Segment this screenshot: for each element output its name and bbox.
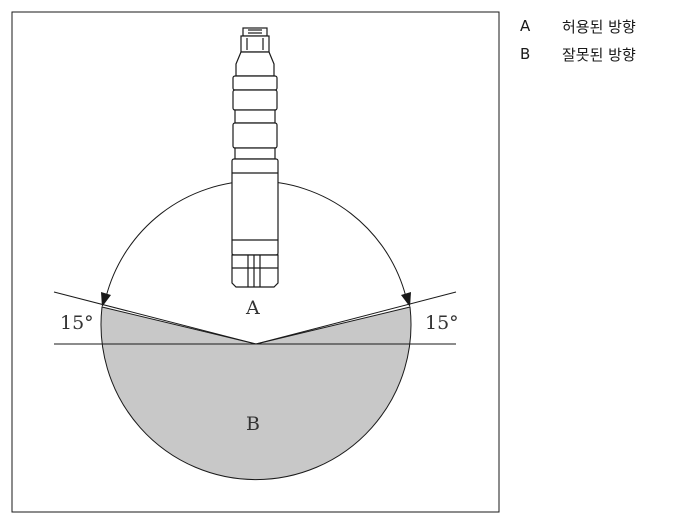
legend-key-b: B — [520, 45, 531, 63]
arc-arrowhead-left — [101, 292, 111, 307]
wrong-orientation-zone — [100, 306, 412, 480]
legend-text-b: 잘못된 방향 — [562, 45, 636, 64]
legend-key-a: A — [520, 17, 531, 35]
angle-label-right: 15° — [425, 312, 459, 334]
legend: A 허용된 방향 B 잘못된 방향 — [520, 12, 636, 68]
figure-frame — [11, 11, 500, 513]
angle-line-left — [53, 291, 257, 345]
angle-line-right — [255, 291, 457, 345]
angle-label-left: 15° — [60, 312, 94, 334]
legend-item-b: B 잘못된 방향 — [520, 40, 636, 68]
sensor-probe — [231, 27, 279, 288]
arc-arrowhead-right — [401, 292, 411, 307]
zone-b-label: B — [246, 413, 260, 435]
legend-item-a: A 허용된 방향 — [520, 12, 636, 40]
zone-a-label: A — [245, 297, 260, 319]
legend-text-a: 허용된 방향 — [562, 17, 636, 36]
